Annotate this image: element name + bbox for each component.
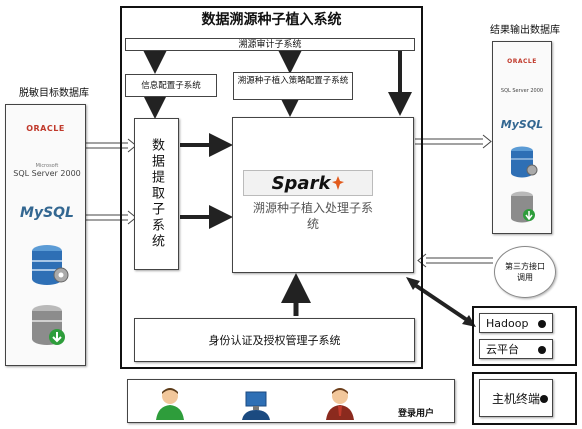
processing-subsystem: Spark 溯源种子植入处理子系统 <box>232 117 414 273</box>
cloud-label: 云平台 <box>486 343 519 356</box>
login-users-label: 登录用户 <box>398 409 435 419</box>
cloud-box: 云平台 <box>479 339 553 359</box>
spark-logo-text: Spark <box>271 172 331 194</box>
auth-subsystem: 身份认证及授权管理子系统 <box>134 318 415 362</box>
result-sqlserver-logo: SQL Server 2000 <box>500 88 544 94</box>
spark-logo: Spark <box>243 170 373 196</box>
data-extraction-subsystem: 数据提取子系统 <box>134 118 179 270</box>
hadoop-label: Hadoop <box>486 316 529 330</box>
hadoop-status-dot <box>538 320 546 328</box>
result-database-download-icon <box>511 191 535 223</box>
mysql-logo: MySQL <box>20 205 74 221</box>
processing-subsystem-label: 溯源种子植入处理子系统 <box>253 201 374 231</box>
main-system-frame <box>120 6 423 369</box>
database-download-icon <box>32 305 65 345</box>
host-terminal-label: 主机终端 <box>491 391 540 406</box>
source-db-title: 脱敏目标数据库 <box>19 88 89 99</box>
result-db-panel: ORACLE SQL Server 2000 MySQL <box>492 41 552 234</box>
spark-star-icon <box>332 176 345 190</box>
oracle-logo: ORACLE <box>26 124 65 133</box>
result-mysql-logo: MySQL <box>500 118 544 131</box>
user-red-icon <box>326 388 354 420</box>
third-party-interface: 第三方接口调用 <box>494 246 556 298</box>
computer-user-icon <box>242 391 270 420</box>
strategy-config-subsystem: 溯源种子植入策略配置子系统 <box>233 72 353 100</box>
user-green-icon <box>156 388 184 420</box>
source-db-panel: ORACLE Microsoft SQL Server 2000 MySQL <box>5 104 86 366</box>
result-oracle-logo: ORACLE <box>507 58 537 65</box>
sqlserver-vendor: Microsoft <box>35 163 59 169</box>
cloud-status-dot <box>538 346 546 354</box>
host-terminal: 主机终端 <box>479 379 553 417</box>
login-users-panel: 登录用户 <box>127 379 455 423</box>
data-extraction-label: 数据提取子系统 <box>149 138 164 250</box>
hadoop-box: Hadoop <box>479 313 553 333</box>
main-title: 数据溯源种子植入系统 <box>201 12 342 28</box>
result-database-gear-icon <box>511 146 538 178</box>
info-config-subsystem: 信息配置子系统 <box>125 74 217 97</box>
hadoop-cloud-group <box>472 306 577 366</box>
result-db-title: 结果输出数据库 <box>490 25 560 36</box>
host-terminal-dot <box>540 395 548 403</box>
host-terminal-frame <box>472 372 577 425</box>
sqlserver-logo: SQL Server 2000 <box>13 169 81 178</box>
database-gear-icon <box>32 245 69 285</box>
audit-subsystem: 溯源审计子系统 <box>125 38 415 51</box>
